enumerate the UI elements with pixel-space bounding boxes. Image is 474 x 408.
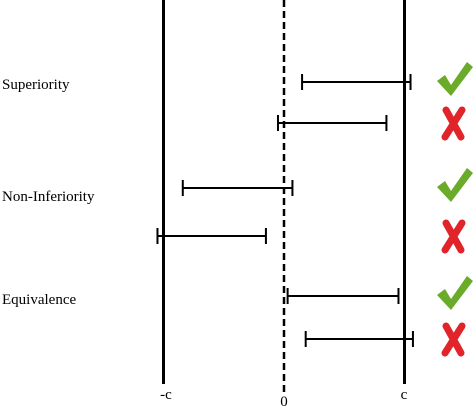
result-icons: [437, 62, 473, 357]
interval-6: [304, 331, 414, 347]
cross-stroke: [441, 322, 466, 357]
group-label-equivalence: Equivalence: [2, 292, 76, 308]
interval-5: [286, 288, 400, 304]
axis-label-pos-c: c: [401, 387, 408, 403]
cross-mark-icon: [441, 322, 466, 357]
cross-mark-icon: [441, 106, 466, 141]
group-label-non-inferiority: Non-Inferiority: [2, 189, 95, 205]
check-mark-icon: [437, 62, 473, 96]
check-mark-icon: [437, 168, 473, 202]
axis-label-neg-c: -c: [160, 387, 172, 403]
interval-3: [181, 180, 294, 196]
cross-stroke: [441, 219, 466, 254]
confidence-intervals: [156, 74, 414, 347]
cross-mark-icon: [441, 219, 466, 254]
cross-stroke: [441, 106, 466, 141]
check-mark-icon: [437, 276, 473, 310]
group-label-superiority: Superiority: [2, 77, 70, 93]
interval-4: [156, 228, 267, 244]
axis-label-zero: 0: [280, 394, 288, 408]
interval-1: [301, 74, 412, 90]
interval-2: [276, 115, 388, 131]
reference-lines: [162, 0, 406, 392]
